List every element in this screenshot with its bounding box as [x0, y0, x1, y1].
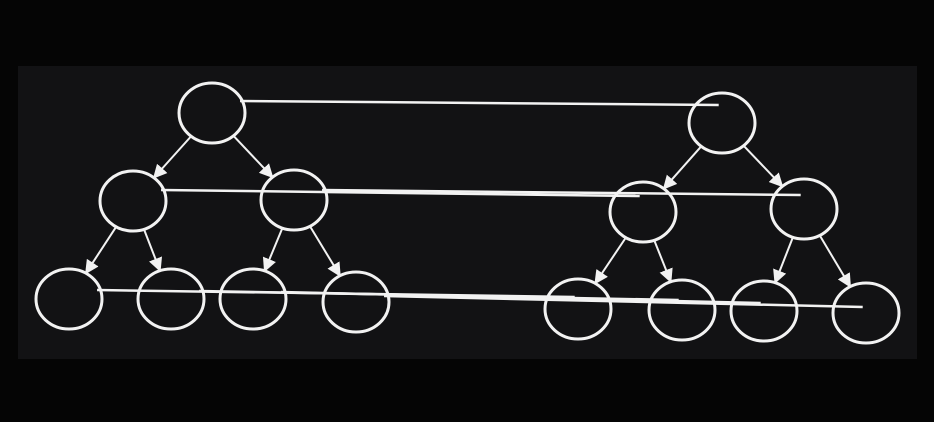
- correspondence-lines: [97, 99, 863, 309]
- right-tree-node-leaf-3: [729, 279, 799, 343]
- left-tree-node-leaf-4: [321, 270, 391, 334]
- diagram-panel: [18, 66, 917, 359]
- left-tree-edge-root-to-right-child: [232, 135, 274, 179]
- left-tree-edge-left-child-to-leaf-2: [143, 228, 163, 273]
- right-tree-node-leaf-2: [647, 278, 717, 342]
- left-tree-edge-right-child-to-leaf-4: [309, 225, 341, 277]
- correspondence-line-leaf-4: [384, 294, 863, 309]
- left-tree-node-leaf-3: [218, 267, 288, 331]
- left-tree-node-leaf-1: [34, 267, 104, 331]
- correspondence-line-right-child: [322, 188, 801, 197]
- tree-edges: [85, 135, 852, 288]
- right-tree-edge-left-child-to-leaf-2: [653, 239, 673, 284]
- right-tree-node-right-child: [769, 177, 839, 241]
- right-tree-node-root: [687, 91, 757, 155]
- correspondence-line-root: [240, 99, 719, 107]
- right-tree-edge-root-to-right-child: [742, 144, 784, 188]
- right-tree-node-left-child: [608, 180, 678, 244]
- right-tree-edge-root-to-left-child: [662, 145, 703, 190]
- tree-nodes: [34, 81, 901, 345]
- left-tree-node-right-child: [259, 168, 329, 232]
- correspondence-line-leaf-3: [281, 290, 761, 305]
- left-tree-node-left-child: [98, 169, 168, 233]
- left-tree-edge-left-child-to-leaf-1: [85, 226, 117, 275]
- left-tree-edge-root-to-left-child: [152, 135, 192, 179]
- left-tree-edge-right-child-to-leaf-3: [262, 227, 284, 273]
- left-tree-node-root: [177, 81, 247, 145]
- right-tree-node-leaf-4: [831, 281, 901, 345]
- right-tree-node-leaf-1: [543, 277, 613, 341]
- correspondence-line-left-child: [161, 188, 640, 198]
- right-tree-edge-right-child-to-leaf-4: [818, 234, 852, 288]
- right-tree-edge-right-child-to-leaf-3: [773, 236, 794, 285]
- left-tree-node-leaf-2: [136, 267, 206, 331]
- right-tree-edge-left-child-to-leaf-1: [594, 237, 627, 285]
